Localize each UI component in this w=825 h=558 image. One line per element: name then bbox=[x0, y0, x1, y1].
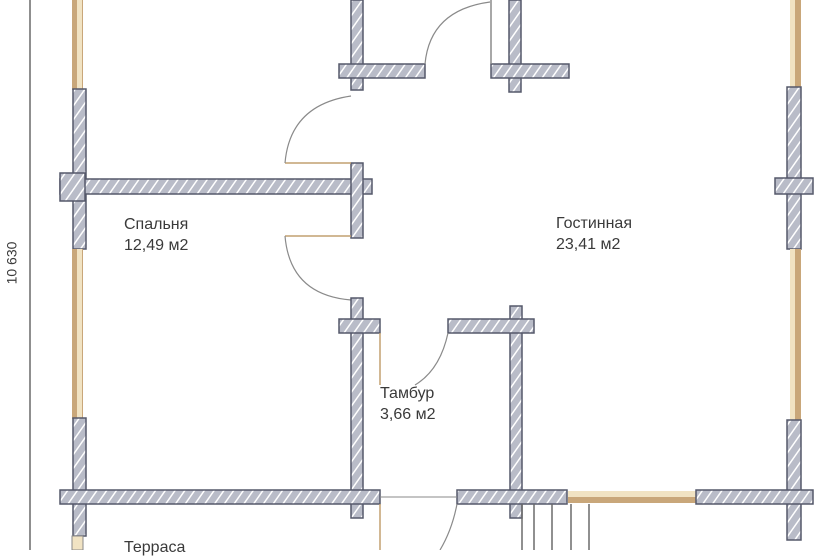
bedroom-top-wall bbox=[59, 162, 373, 239]
room-name: Гостинная bbox=[556, 215, 632, 232]
room-name: Спальня bbox=[124, 216, 189, 233]
room-label-living-room: Гостинная 23,41 м2 bbox=[556, 213, 632, 255]
bottom-wall bbox=[59, 489, 814, 550]
room-label-terrace: Терраса bbox=[124, 537, 185, 558]
room-name: Терраса bbox=[124, 539, 186, 556]
room-label-bedroom: Спальня 12,49 м2 bbox=[124, 214, 188, 256]
room-area: 12,49 м2 bbox=[124, 237, 189, 254]
room-name: Тамбур bbox=[380, 385, 435, 402]
right-exterior-wall bbox=[774, 0, 814, 541]
left-exterior-wall bbox=[71, 0, 87, 550]
room-area: 23,41 м2 bbox=[556, 236, 621, 253]
room-label-vestibule: Тамбур 3,66 м2 bbox=[380, 383, 435, 425]
room-area: 3,66 м2 bbox=[380, 406, 436, 423]
vestibule-walls bbox=[338, 297, 535, 519]
top-interior-walls bbox=[338, 0, 570, 93]
height-dimension-label: 10 630 bbox=[3, 241, 20, 285]
terrace-stairs bbox=[521, 504, 590, 550]
door-swings-left bbox=[284, 95, 352, 301]
